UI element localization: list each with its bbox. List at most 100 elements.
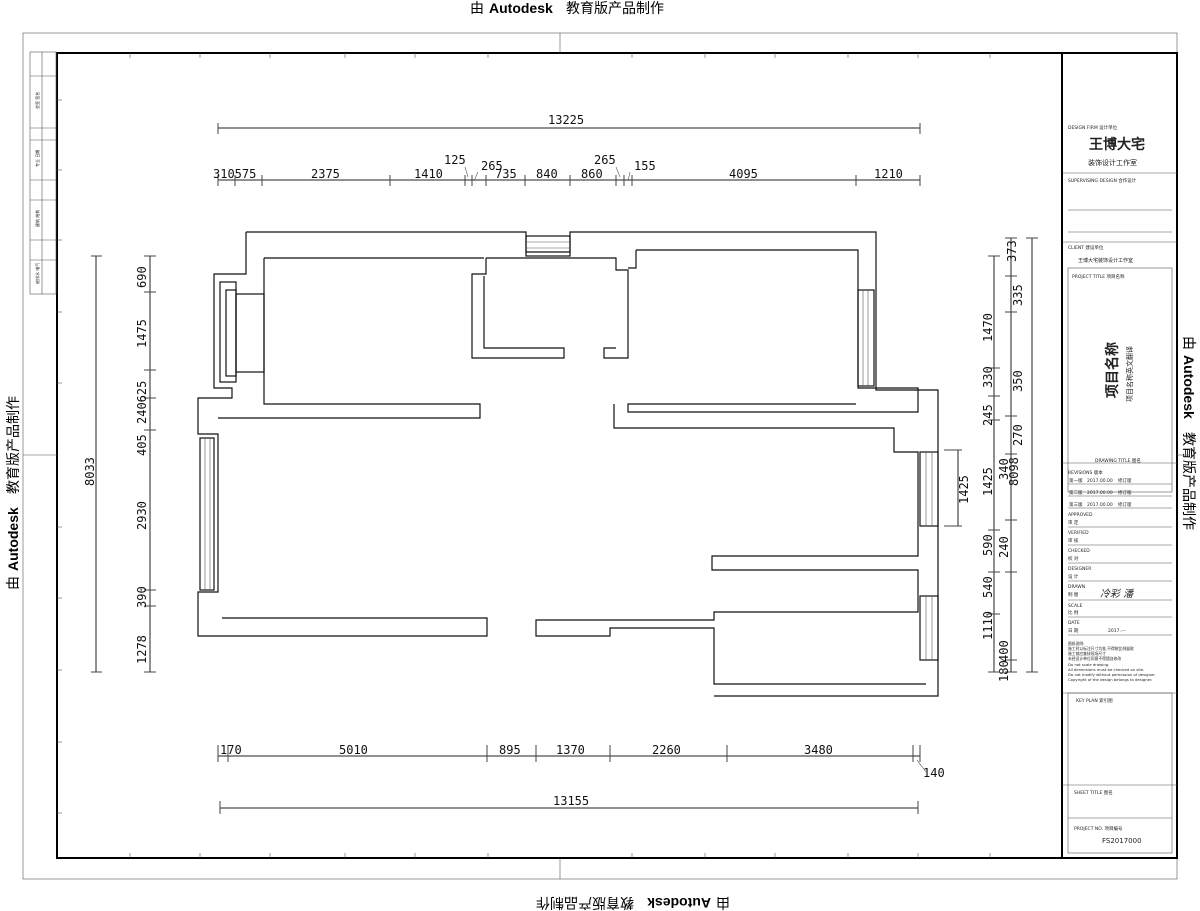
watermark-top-brand: Autodesk — [489, 0, 553, 16]
left-dim-6: 390 — [135, 586, 149, 608]
top-overall-value: 13225 — [548, 113, 584, 127]
left-sign-strip: 会签 签名 专业 日期 建筑 结构 给排水 电气 — [29, 51, 57, 295]
checked-cn: 校 对 — [1068, 555, 1079, 562]
client-value: 王博大宅装饰设计工作室 — [1078, 257, 1133, 264]
bottom-dim-2: 5010 — [339, 743, 368, 757]
bottom-dim-5: 2260 — [652, 743, 681, 757]
room-top-right-wall — [627, 249, 919, 413]
watermark-top-prefix: 由 — [470, 0, 484, 16]
title-block: DESIGN FIRM 设计单位 王博大宅 装饰设计工作室 SUPERVISIN… — [1062, 124, 1177, 854]
top-dim-4: 125 — [444, 153, 466, 167]
window-right-lower — [919, 595, 939, 661]
watermark-bottom: 由 Autodesk 教育版产品制作 — [536, 895, 730, 911]
project-no-value: FS2017000 — [1102, 837, 1142, 845]
approval-rows: APPROVED 审 定 VERIFIED 审 核 CHECKED 校 对 DE… — [1068, 512, 1172, 636]
drawn-signature: 冷彩 潘 — [1100, 588, 1134, 600]
checked-label: CHECKED — [1068, 548, 1090, 554]
window-left-lower — [199, 437, 215, 591]
project-no-label: PROJECT NO. 项目编号 — [1074, 825, 1123, 832]
watermark-top: 由 Autodesk 教育版产品制作 — [470, 0, 664, 16]
top-dimension-chain: 310575 2375 1410 125 265 735 840 860 265… — [213, 153, 921, 186]
right-outer-dim-3: 350 — [1011, 370, 1025, 392]
note-3: 施工前应复核现场尺寸 — [1068, 651, 1106, 656]
note-7: Do not modify without permission of desi… — [1068, 672, 1156, 677]
watermark-right: 由 Autodesk 教育版产品制作 — [1181, 336, 1197, 530]
firm-name: 王博大宅 — [1089, 136, 1145, 153]
room-top-left-side — [218, 258, 481, 419]
designer-label: DESIGNER — [1068, 566, 1091, 572]
watermark-left-suffix: 教育版产品制作 — [5, 396, 21, 494]
right-inner-dim-2: 330 — [981, 366, 995, 388]
floor-plan — [197, 231, 939, 697]
left-dim-4: 405 — [135, 434, 149, 456]
drawing-title-label: DRAWING TITLE 图名 — [1095, 457, 1141, 464]
right-outer-dim-1: 373 — [1005, 240, 1019, 262]
right-outer-dim-8: 180 — [997, 660, 1011, 682]
inner-sheet-border — [56, 52, 1178, 859]
watermark-left-brand: Autodesk — [5, 507, 21, 571]
right-outer-dim-2: 335 — [1011, 284, 1025, 306]
watermark-bottom-brand: Autodesk — [647, 895, 711, 911]
right-outer-dim-4: 270 — [1011, 424, 1025, 446]
note-1: 图纸说明: — [1068, 641, 1084, 646]
bottom-dim-4: 1370 — [556, 743, 585, 757]
drawn-cn: 制 图 — [1068, 591, 1079, 598]
left-strip-cell-4: 给排水 电气 — [34, 263, 40, 284]
top-dim-3: 1410 — [414, 167, 443, 181]
project-title-box — [1067, 267, 1173, 493]
revision-3-note: 修订版 — [1118, 501, 1132, 508]
right-inner-dim-7: 1110 — [981, 611, 995, 640]
room-right-wall — [535, 404, 926, 685]
left-dim-2: 1475 — [135, 319, 149, 348]
left-dim-7: 1278 — [135, 635, 149, 664]
revision-2-note: 修订版 — [1118, 489, 1132, 496]
sheet-title-label: SHEET TITLE 图名 — [1074, 789, 1113, 796]
bottom-dim-6: 3480 — [804, 743, 833, 757]
top-dim-2: 2375 — [311, 167, 340, 181]
left-dimension-chain: 690 1475 240625 405 2930 390 1278 — [135, 255, 156, 673]
watermark-bottom-suffix: 教育版产品制作 — [536, 895, 634, 911]
window-right-middle — [919, 451, 939, 527]
revision-2-date: 2017.00.00 — [1087, 490, 1113, 496]
watermark-right-prefix: 由 — [1181, 336, 1197, 350]
outer-wall-top-run — [246, 231, 939, 697]
note-6: All dimensions must be checked on site. — [1068, 667, 1144, 672]
bottom-overall-value: 13155 — [553, 794, 589, 808]
key-plan-box — [1067, 692, 1173, 854]
bottom-dimension-chain: 170 5010 895 1370 2260 3480 140 — [217, 743, 945, 780]
top-dim-11: 4095 — [729, 167, 758, 181]
top-dim-6: 735 — [495, 167, 517, 181]
supervising-design-label: SUPERVISING DESIGN 合作设计 — [1068, 177, 1137, 184]
notes: 图纸说明: 施工时以标注尺寸为准,不得按比例量取 施工前应复核现场尺寸 未经设计… — [1068, 641, 1156, 682]
revision-rows: 第一版 2017.00.00 修订版 第二版 2017.00.00 修订版 第三… — [1068, 477, 1172, 509]
revision-3-rev: 第三版 — [1069, 501, 1083, 508]
revision-3-date: 2017.00.00 — [1087, 502, 1113, 508]
watermark-left-prefix: 由 — [5, 576, 21, 590]
right-outer-dim-5: 340 — [997, 458, 1011, 480]
right-inner-dim-6: 540 — [981, 576, 995, 598]
project-name-en: 项目名称英文翻译 — [1125, 346, 1134, 402]
watermark-right-suffix: 教育版产品制作 — [1181, 432, 1197, 530]
watermark-bottom-prefix: 由 — [716, 895, 730, 911]
room-center-wall — [471, 258, 565, 359]
firm-subtitle: 装饰设计工作室 — [1088, 158, 1137, 167]
top-dim-7: 840 — [536, 167, 558, 181]
top-dimension-overall: 13225 — [217, 113, 921, 134]
left-overall-value: 8033 — [83, 457, 97, 486]
project-name: 项目名称 — [1104, 342, 1121, 398]
room-top-right-side — [628, 250, 637, 269]
bottom-dimension-overall: 13155 — [219, 794, 919, 814]
left-strip-cell-2: 专业 日期 — [34, 150, 40, 167]
right-window-dimension: 1425 — [944, 449, 971, 527]
date-value: 2017.--- — [1108, 628, 1126, 634]
outer-wall-top — [197, 232, 488, 637]
drawn-label: DRAWN — [1068, 584, 1085, 590]
left-dimension-overall: 8033 — [83, 255, 102, 673]
approved-label: APPROVED — [1068, 512, 1093, 518]
room-center-right — [486, 257, 629, 359]
project-title-label: PROJECT TITLE 项目名称 — [1072, 273, 1125, 280]
verified-cn: 审 核 — [1068, 537, 1079, 544]
right-outer-dim-6: 240 — [997, 536, 1011, 558]
key-plan-label: KEY PLAN 索引图 — [1076, 697, 1113, 704]
